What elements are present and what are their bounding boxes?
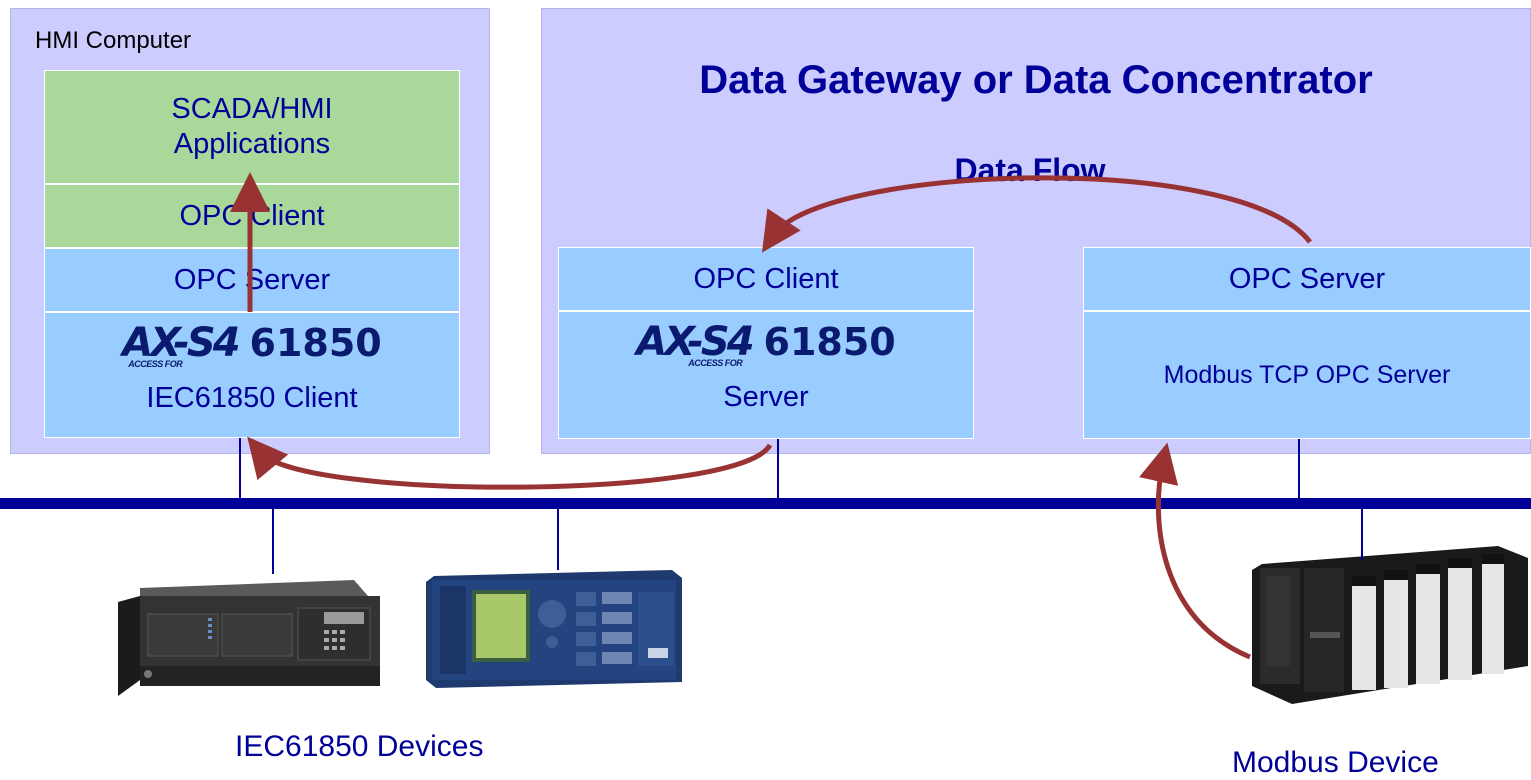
iec61850-client-box: AX-S4 61850 ACCESS FOR IEC61850 Client	[44, 312, 460, 438]
axs4-logo-number: 61850	[249, 321, 382, 365]
axs4-logo-number-gateway: 61850	[763, 320, 896, 364]
axs4-logo-tagline: ACCESS FOR	[128, 359, 183, 369]
gateway-opc-server-box: OPC Server	[1083, 247, 1531, 311]
modbus-plc-image	[1252, 546, 1528, 704]
relay-device-1-image	[118, 580, 380, 696]
network-bus	[0, 498, 1531, 509]
axs4-logo-tagline-gateway: ACCESS FOR	[688, 358, 743, 368]
iec61850-client-label: IEC61850 Client	[146, 382, 358, 414]
data-gateway-title: Data Gateway or Data Concentrator	[699, 58, 1373, 102]
modbus-tcp-opc-server-box: Modbus TCP OPC Server	[1083, 311, 1531, 439]
scada-hmi-applications-label: SCADA/HMI Applications	[171, 93, 333, 160]
axs4-61850-logo-gateway: AX-S4 61850 ACCESS FOR	[636, 318, 896, 368]
gateway-opc-client-label: OPC Client	[693, 262, 839, 295]
hmi-computer-title: HMI Computer	[35, 27, 192, 54]
iec61850-server-box: AX-S4 61850 ACCESS FOR Server	[558, 311, 974, 439]
axs4-logo-mark: AX-S4	[122, 320, 240, 366]
axs4-logo-mark-gateway: AX-S4	[636, 319, 754, 365]
gateway-data-flow-arrow	[761, 175, 1312, 253]
server-to-client-flow-arrow	[247, 436, 773, 490]
relay-device-2-image	[426, 570, 682, 688]
gateway-opc-client-box: OPC Client	[558, 247, 974, 311]
modbus-plc-device	[1252, 546, 1528, 704]
iec61850-relay-device-1	[118, 574, 380, 696]
axs4-61850-logo: AX-S4 61850 ACCESS FOR	[122, 319, 382, 369]
iec61850-relay-device-2	[426, 570, 682, 688]
gateway-opc-server-label: OPC Server	[1228, 262, 1386, 295]
modbus-to-server-flow-arrow	[1139, 442, 1251, 660]
modbus-device-label: Modbus Device	[1232, 746, 1439, 779]
iec61850-server-label: Server	[723, 381, 809, 413]
modbus-tcp-opc-server-label: Modbus TCP OPC Server	[1163, 361, 1451, 389]
iec61850-devices-label: IEC61850 Devices	[235, 730, 484, 763]
